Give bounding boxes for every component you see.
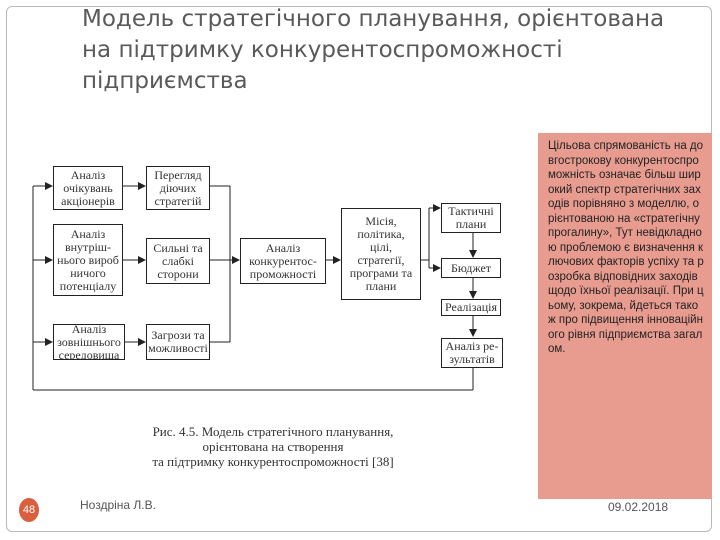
box-threats-opportunities: Загрози та можливості bbox=[146, 324, 210, 360]
box-strengths-weaknesses: Сильні та слабкі сторони bbox=[146, 238, 210, 284]
sidebar-note: Цільова спрямованість на довгострокову к… bbox=[538, 133, 712, 499]
title-line-3: підприємства bbox=[82, 68, 248, 94]
box-mission-strategies: Місія, політика, цілі, стратегії, програ… bbox=[341, 208, 421, 300]
title-line-2: на підтримку конкурентоспроможності bbox=[82, 37, 563, 63]
author-name: Ноздріна Л.В. bbox=[80, 498, 156, 512]
box-internal-potential: Аналіз внутріш- нього вироб ничого потен… bbox=[53, 224, 123, 296]
box-strategy-review: Перегляд діючих стратегій bbox=[146, 166, 210, 210]
box-competitiveness-analysis: Аналіз конкурентос- проможності bbox=[240, 238, 326, 284]
sidebar-text: Цільова спрямованість на довгострокову к… bbox=[548, 140, 704, 355]
box-results-analysis: Аналіз ре- зультатів bbox=[441, 338, 503, 368]
box-implementation: Реалізація bbox=[441, 299, 501, 316]
slide-date: 09.02.2018 bbox=[608, 500, 669, 514]
box-external-environment: Аналіз зовнішнього середовища bbox=[53, 324, 125, 360]
box-shareholders-analysis: Аналіз очікувань акціонерів bbox=[53, 166, 123, 210]
strategic-planning-diagram: Аналіз очікувань акціонерів Аналіз внутр… bbox=[25, 158, 525, 463]
diagram-connectors bbox=[32, 182, 477, 391]
box-budget: Бюджет bbox=[441, 258, 501, 278]
page-number-badge: 48 bbox=[19, 498, 39, 522]
box-tactical-plans: Тактичні плани bbox=[441, 203, 501, 233]
slide-title: Модель стратегічного планування, орієнто… bbox=[82, 4, 665, 97]
figure-caption: Рис. 4.5. Модель стратегічного плануванн… bbox=[152, 424, 394, 469]
title-line-1: Модель стратегічного планування, орієнто… bbox=[82, 6, 665, 32]
